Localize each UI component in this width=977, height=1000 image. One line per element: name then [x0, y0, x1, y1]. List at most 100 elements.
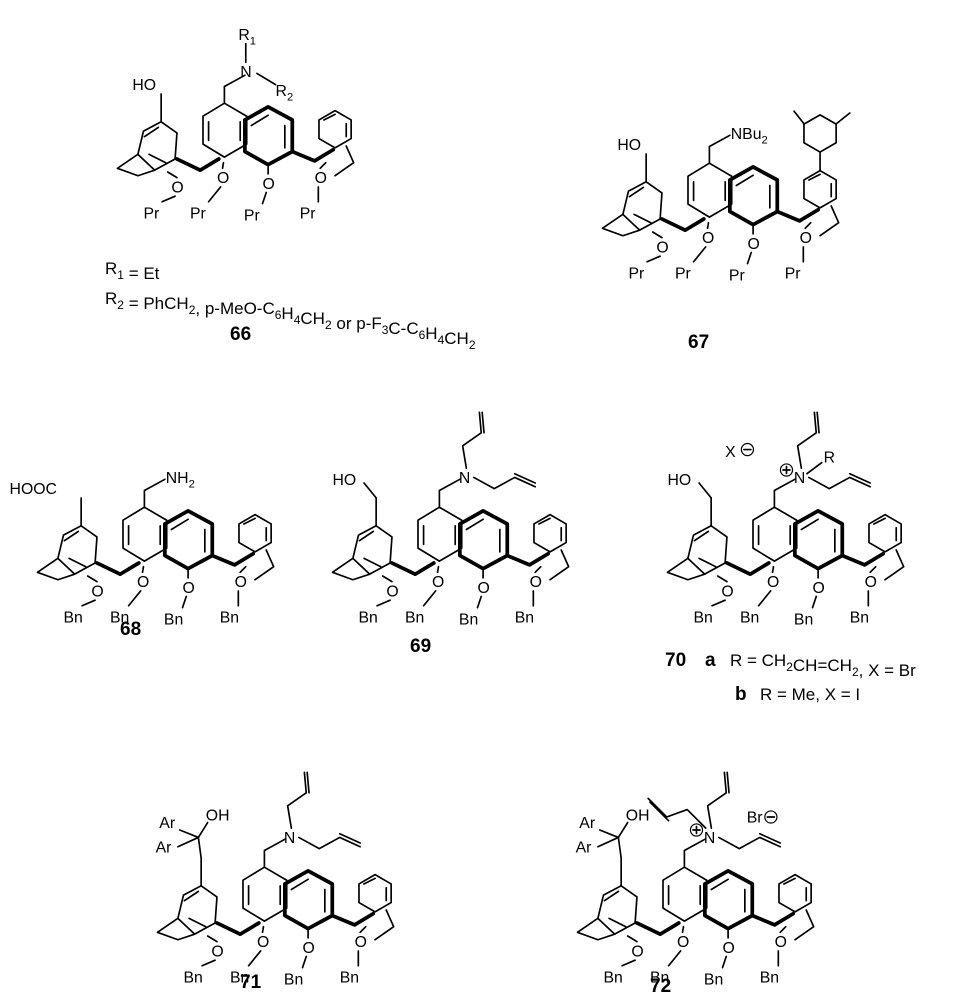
bridge-right: [884, 549, 905, 581]
ether-group-1: Pr: [628, 266, 644, 283]
amine-nitrogen: N: [284, 830, 295, 847]
variant-letter-a: a: [705, 650, 716, 671]
compound-number-67: 67: [688, 332, 709, 353]
aryl-ring-c-inner: [290, 878, 326, 913]
aryl-ring-c: [242, 105, 295, 167]
bridge-ab: [660, 217, 706, 233]
bridge-right: [334, 145, 355, 177]
aryl-ring-c: [162, 509, 215, 571]
aryl-ring-a-inner: [63, 530, 87, 568]
dimethylphenyl-ring: [803, 114, 837, 153]
ether-group-4: Bn: [850, 610, 869, 627]
lower-rim-oxygen-4: O: [775, 934, 787, 951]
amine-nitrogen: N: [704, 830, 715, 847]
bridge-cd: [290, 147, 336, 163]
ether-group-4: Pr: [300, 206, 316, 223]
ether-bond-2: [247, 950, 262, 967]
lower-rim-bond-2: [221, 161, 225, 170]
aryl-ring-d: [358, 873, 392, 913]
lower-rim-bond-1: [381, 575, 393, 583]
ring-b-ch2: [708, 134, 731, 165]
bridge-left: [156, 917, 196, 941]
aryl-ring-d-inner: [538, 517, 563, 542]
ether-bond-2: [127, 590, 142, 607]
aryl-ring-d: [238, 513, 272, 553]
lower-rim-oxygen-1: O: [211, 943, 223, 960]
aryl-ring-d-inner: [873, 517, 898, 542]
bridge-cd: [210, 551, 256, 567]
lower-rim-bond-1: [716, 575, 728, 583]
ether-bond-3: [301, 955, 308, 969]
lower-rim-bond-2: [261, 925, 265, 934]
ring-b-ch2: [773, 478, 796, 509]
ether-group-2: Pr: [190, 206, 206, 223]
carbinol-oh-label: OH: [626, 808, 650, 825]
lower-rim-bond-4: [779, 925, 787, 934]
lower-rim-oxygen-4: O: [530, 574, 542, 591]
lower-rim-oxygen-3: O: [723, 940, 735, 957]
ether-bond-1: [201, 959, 216, 967]
aryl-ring-a: [137, 120, 178, 171]
compound-number-68: 68: [120, 619, 141, 640]
hydroxymethyl-oh-label: HO: [332, 472, 356, 489]
bridge-ab: [725, 561, 771, 577]
allyl-right: [472, 472, 537, 490]
aryl-ring-b: [752, 506, 798, 562]
lower-rim-oxygen-1: O: [386, 583, 398, 600]
phenol-oh-label: HO: [617, 137, 641, 154]
hydroxymethyl-bond: [363, 482, 377, 499]
aryl-ring-d-inner: [808, 173, 833, 198]
aryl-ring-d-inner: [783, 877, 808, 902]
variant-letter-b: b: [735, 684, 747, 705]
ether-bond-1: [646, 255, 661, 263]
lower-rim-oxygen-1: O: [721, 583, 733, 600]
ether-bond-1: [711, 599, 726, 607]
ether-group-2: Bn: [230, 970, 249, 987]
aryl-ring-b: [202, 102, 248, 158]
lower-rim-oxygen-2: O: [217, 170, 229, 187]
aryl-ring-a-inner: [693, 530, 717, 568]
bridge-cd: [840, 551, 886, 567]
substituent-definition-2: R2 = PhCH2, p-MeO-C6H4CH2 or p-F3C-C6H4C…: [105, 289, 476, 352]
aryl-ring-c-inner: [710, 878, 746, 913]
ether-group-2: Pr: [675, 266, 691, 283]
aryl-label-2: Ar: [156, 839, 172, 856]
aryl-ring-b: [122, 506, 168, 562]
compound-number-72: 72: [650, 976, 671, 997]
lower-rim-bond-1: [166, 171, 178, 179]
ether-bond-3: [181, 595, 188, 609]
ether-group-1: Bn: [183, 970, 202, 987]
lower-rim-bond-4: [804, 221, 812, 230]
lower-rim-bond-4: [869, 565, 877, 574]
aryl-ring-c: [727, 165, 780, 227]
lower-rim-oxygen-1: O: [91, 583, 103, 600]
ether-group-2: Bn: [740, 610, 759, 627]
ether-group-1: Bn: [693, 610, 712, 627]
bridge-cd: [750, 911, 796, 927]
lower-rim-bond-1: [86, 575, 98, 583]
ether-group-3: Bn: [284, 971, 303, 988]
compound-number-70: 70: [665, 650, 686, 671]
ether-group-1: Pr: [143, 206, 159, 223]
ether-bond-2: [207, 186, 222, 203]
aryl-ring-b: [687, 162, 733, 218]
ether-bond-1: [376, 599, 391, 607]
ether-bond-3: [721, 955, 728, 969]
aryl-ring-d: [803, 169, 837, 209]
ether-bond-3: [476, 595, 483, 609]
allyl-up: [286, 771, 310, 829]
hydroxymethyl-bond: [698, 482, 712, 499]
bridge-left: [36, 557, 76, 581]
ether-group-2: Bn: [405, 610, 424, 627]
ether-bond-3: [261, 191, 268, 205]
carbinol-branches: [177, 821, 209, 848]
lower-rim-oxygen-2: O: [677, 934, 689, 951]
lower-rim-oxygen-2: O: [137, 574, 149, 591]
ether-bond-1: [161, 195, 176, 203]
n-r2-bond: [256, 72, 277, 86]
bridge-ab: [95, 561, 141, 577]
bridge-ab: [390, 561, 436, 577]
